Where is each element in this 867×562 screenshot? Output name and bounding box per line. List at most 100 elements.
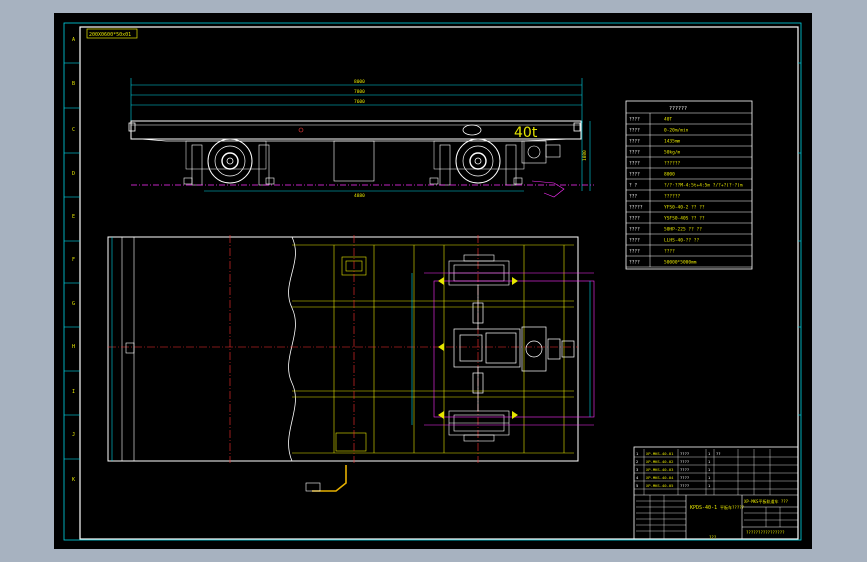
plan-wheelset-bottom <box>448 410 510 442</box>
parts-cell: ???? <box>680 467 689 472</box>
parts-cell: 1 <box>708 483 711 488</box>
side-view-dimensions <box>130 78 591 192</box>
spec-row-label: ???? <box>629 227 640 233</box>
parts-cell: ?? <box>716 451 721 456</box>
spec-row-label: ???? <box>629 249 640 255</box>
parts-cell: 1 <box>708 459 711 464</box>
spec-row-label: ???? <box>629 128 640 134</box>
spec-table-title: ?????? <box>669 106 687 112</box>
parts-cell: ???? <box>680 475 689 480</box>
spec-row-value: 50000*5000mm <box>664 260 697 266</box>
zone-F: F <box>72 257 75 263</box>
parts-row: 1 XP-MKS-40-01???? 1?? <box>636 451 721 456</box>
spec-row: ???? 50HP-225 ?? ?? <box>629 227 702 233</box>
wheel-right <box>439 138 517 186</box>
cable-reel <box>312 465 347 492</box>
spec-row: ?????YFS0-40-2 ?? ?? <box>629 205 705 211</box>
parts-cell: 2 <box>636 459 638 464</box>
zone-D: D <box>72 171 75 177</box>
parts-cell: 5 <box>636 483 638 488</box>
parts-cell: 3 <box>636 467 638 472</box>
tonnage-label: 40t <box>514 125 538 141</box>
spec-row: ?????????? <box>629 161 681 167</box>
parts-cell: ???? <box>680 451 689 456</box>
spec-row-label: ???? <box>629 139 640 145</box>
parts-cell: XP-MKS-40-02 <box>646 459 673 464</box>
parts-cell: 1 <box>708 475 711 480</box>
parts-cell: XP-MKS-40-01 <box>646 451 674 456</box>
spec-row: ????????? <box>629 194 681 200</box>
spec-row-value: 50kg/m <box>664 150 681 156</box>
dim-wheelbase: 4880 <box>354 193 365 199</box>
spec-row-label: ???? <box>629 260 640 266</box>
parts-cell: XP-MKS-40-04 <box>646 475 674 480</box>
zone-E: E <box>72 214 75 220</box>
parts-cell: ???? <box>680 459 689 464</box>
parts-cell: 1 <box>636 451 639 456</box>
title-name: 平板车????? <box>720 504 745 510</box>
parts-cell: ???? <box>680 483 689 488</box>
spec-row-label: ???? <box>629 172 640 178</box>
spec-row: ???? 50000*5000mm <box>629 260 697 266</box>
spec-row-value: 40T <box>664 117 672 123</box>
zone-A: A <box>72 37 75 43</box>
title-block: XP-MKS平板轨道车 ??? KPDS-40-1 平板车????? ?????… <box>633 446 799 540</box>
dim-overall-mid: 7800 <box>354 89 365 95</box>
spec-row: ???????? <box>629 249 675 255</box>
parts-cell: XP-MKS-40-03 <box>646 467 673 472</box>
plan-wheelset-top <box>448 254 510 286</box>
spec-row-value: 1435mm <box>664 139 681 145</box>
spec-row-label: ????? <box>629 205 643 211</box>
spec-table: ?????? ???? 40T???? 0-20m/min???? 1435mm???… <box>625 100 753 270</box>
spec-row: ???? YSFS0-40S ?? ?? <box>629 216 705 222</box>
parts-cell: 1 <box>708 451 711 456</box>
spec-row: ???? 0-20m/min <box>629 128 689 134</box>
spec-row-value: 50HP-225 ?? ?? <box>664 227 702 233</box>
zone-C: C <box>72 127 75 133</box>
plan-dimensions <box>111 237 591 461</box>
border-ticks <box>64 62 801 460</box>
side-view: 8000 7800 7600 4880 1080 40t <box>128 78 594 199</box>
title-drawing-no: KPDS-40-1 <box>690 505 717 511</box>
drawing-canvas[interactable]: A B C D E F G H I J K 200X0600*50x01 <box>54 13 812 549</box>
cad-drawing-viewport[interactable]: A B C D E F G H I J K 200X0600*50x01 <box>54 13 812 549</box>
plan-drive-unit <box>453 285 575 411</box>
spec-row-label: ???? <box>629 238 640 244</box>
zone-I: I <box>72 389 75 395</box>
wheel-left <box>191 138 270 186</box>
spec-row: ????50kg/m <box>629 150 681 156</box>
parts-cell: XP-MKS-40-05 <box>646 483 673 488</box>
spec-row-value: ?????? <box>664 194 681 200</box>
spec-row: ???? 8000 <box>629 172 675 178</box>
spec-row-value: 8000 <box>664 172 675 178</box>
side-drive-unit <box>521 140 561 164</box>
spec-row-label: ???? <box>629 117 640 123</box>
spec-row-value: ?/?·??M-4:5t+4:5m ?/?+?(?·?)m <box>664 183 743 189</box>
title-company: XP-MKS平板轨道车 ??? <box>744 498 789 504</box>
parts-row: 5 XP-MKS-40-05???? 1 <box>636 483 711 488</box>
spec-row: ? ? ?/?·??M-4:5t+4:5m ?/?+?(?·?)m <box>629 183 743 189</box>
wheel-markers <box>438 277 518 419</box>
zone-J: J <box>72 432 75 438</box>
zone-B: B <box>72 81 75 87</box>
spec-row-label: ? ? <box>629 183 637 189</box>
spec-row-value: ?????? <box>664 161 681 167</box>
zone-K: K <box>72 477 75 483</box>
border-zone-labels: A B C D E F G H I J K <box>72 37 75 483</box>
spec-row: ???? 1435mm <box>629 139 681 145</box>
drawing-frame <box>63 22 802 541</box>
spec-row-label: ???? <box>629 216 640 222</box>
zone-G: G <box>72 301 75 307</box>
svg-text:200X0600*50x01: 200X0600*50x01 <box>89 32 131 38</box>
spec-row-label: ???? <box>629 161 640 167</box>
spec-row-value: ???? <box>664 249 675 255</box>
spec-row-value: 0-20m/min <box>664 128 689 134</box>
parts-cell: 4 <box>636 475 639 480</box>
platform-deck <box>130 120 582 140</box>
spec-row-value: LLHS-40-?? ?? <box>664 238 700 244</box>
plan-view <box>107 235 595 492</box>
drawing-stamp: 200X0600*50x01 <box>86 28 138 39</box>
spec-row-value: YSFS0-40S ?? ?? <box>664 216 705 222</box>
parts-row: 2 XP-MKS-40-02???? 1 <box>636 459 711 464</box>
zone-H: H <box>72 344 75 350</box>
